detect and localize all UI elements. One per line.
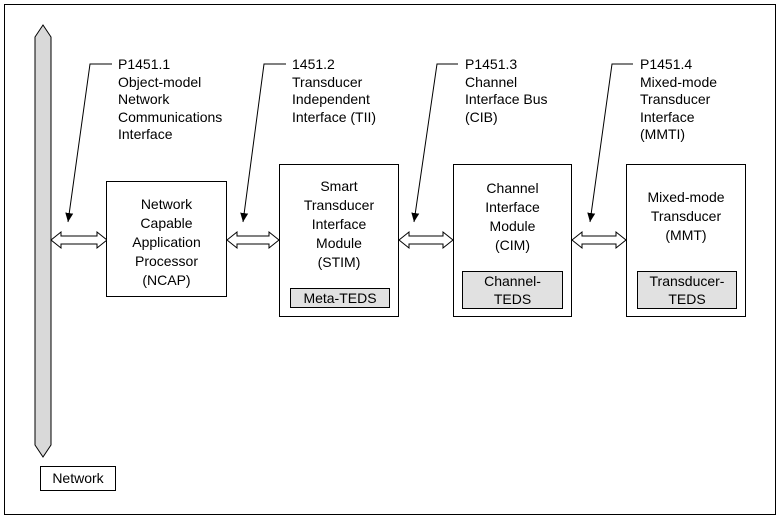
channel-teds-box: Channel- TEDS xyxy=(462,271,563,309)
stim-title: Smart Transducer Interface Module (STIM) xyxy=(303,178,375,270)
transducer-teds-box: Transducer- TEDS xyxy=(637,271,737,309)
meta-teds-box: Meta-TEDS xyxy=(290,288,390,308)
p1451-4-label: P1451.4 Mixed-mode Transducer Interface … xyxy=(640,56,718,142)
cim-to-mmt-arrow xyxy=(571,230,627,250)
mmt-title: Mixed-mode Transducer (MMT) xyxy=(647,189,725,243)
p1451-4-pointer xyxy=(587,63,633,223)
diagram-frame xyxy=(4,4,776,515)
p1451-2-pointer xyxy=(240,63,286,223)
p1451-1-pointer xyxy=(65,63,112,223)
ncap-to-stim-arrow xyxy=(226,230,280,250)
ncap-title: Network Capable Application Processor (N… xyxy=(132,196,201,288)
p1451-1-label: P1451.1 Object-model Network Communicati… xyxy=(118,56,223,142)
p1451-2-label: 1451.2 Transducer Independent Interface … xyxy=(292,56,377,125)
stim-to-cim-arrow xyxy=(398,230,454,250)
p1451-3-label: P1451.3 Channel Interface Bus (CIB) xyxy=(465,56,548,125)
cim-title: Channel Interface Module (CIM) xyxy=(485,180,540,253)
ncap-box: Network Capable Application Processor (N… xyxy=(106,181,227,297)
mmt-box: Mixed-mode Transducer (MMT) Transducer- … xyxy=(626,164,746,317)
bus-to-ncap-arrow xyxy=(50,230,108,250)
network-label: Network xyxy=(40,466,116,491)
stim-box: Smart Transducer Interface Module (STIM)… xyxy=(279,164,399,317)
cim-box: Channel Interface Module (CIM) Channel- … xyxy=(453,164,572,317)
network-bus xyxy=(34,24,52,458)
p1451-3-pointer xyxy=(411,63,458,223)
